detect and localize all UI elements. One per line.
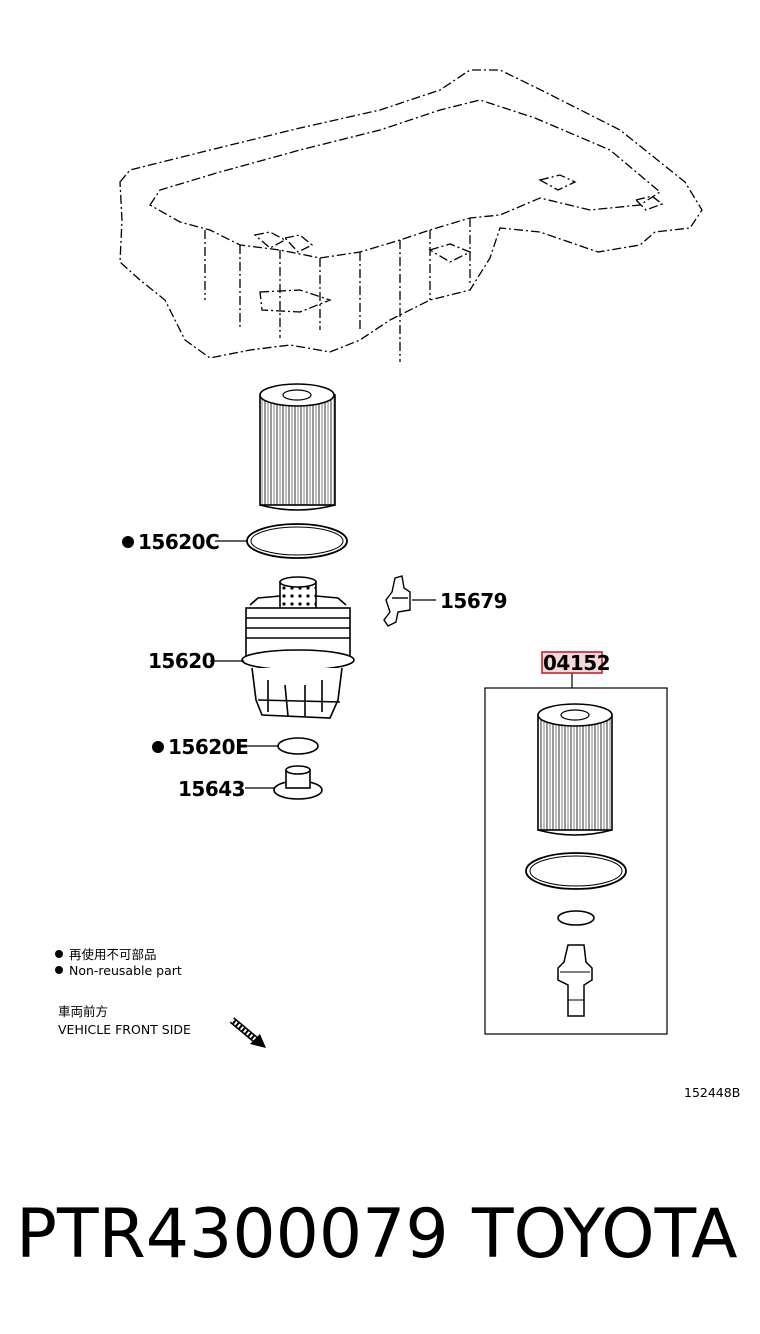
- legend-jp: 再使用不可部品: [69, 947, 157, 962]
- callout-15620e: 15620E: [168, 735, 248, 759]
- legend-bullet: [55, 950, 63, 958]
- bracket-part: [383, 575, 411, 627]
- oil-filter-cap: [241, 576, 355, 719]
- filter-kit-box: [484, 687, 668, 1035]
- oil-filter-element: [259, 383, 336, 511]
- callout-15620: 15620: [148, 649, 215, 673]
- direction-jp: 車両前方: [58, 1004, 108, 1019]
- legend-bullet: [55, 966, 63, 974]
- non-reusable-bullet: [122, 536, 134, 548]
- callout-15620c: 15620C: [138, 530, 219, 554]
- o-ring-small: [277, 737, 319, 755]
- diagram-code: 152448B: [684, 1085, 740, 1100]
- brand-name: TOYOTA: [472, 1195, 738, 1274]
- parts-diagram: 15620C 15620 15620E 15643 15679 04152 再使…: [55, 69, 740, 1100]
- legend-en: Non-reusable part: [69, 963, 182, 978]
- kit-label-highlight: [541, 651, 603, 674]
- callout-15679: 15679: [440, 589, 507, 613]
- drain-plug: [273, 765, 323, 800]
- callout-04152: 04152: [543, 651, 610, 675]
- direction-en: VEHICLE FRONT SIDE: [58, 1022, 191, 1037]
- oil-pan-outline: [119, 69, 703, 362]
- leader-lines: [210, 540, 573, 789]
- front-direction-arrow-icon: [229, 1017, 266, 1048]
- part-number: PTR4300079: [16, 1195, 449, 1274]
- non-reusable-bullet: [152, 741, 164, 753]
- callout-15643: 15643: [178, 777, 245, 801]
- o-ring-large: [246, 523, 348, 559]
